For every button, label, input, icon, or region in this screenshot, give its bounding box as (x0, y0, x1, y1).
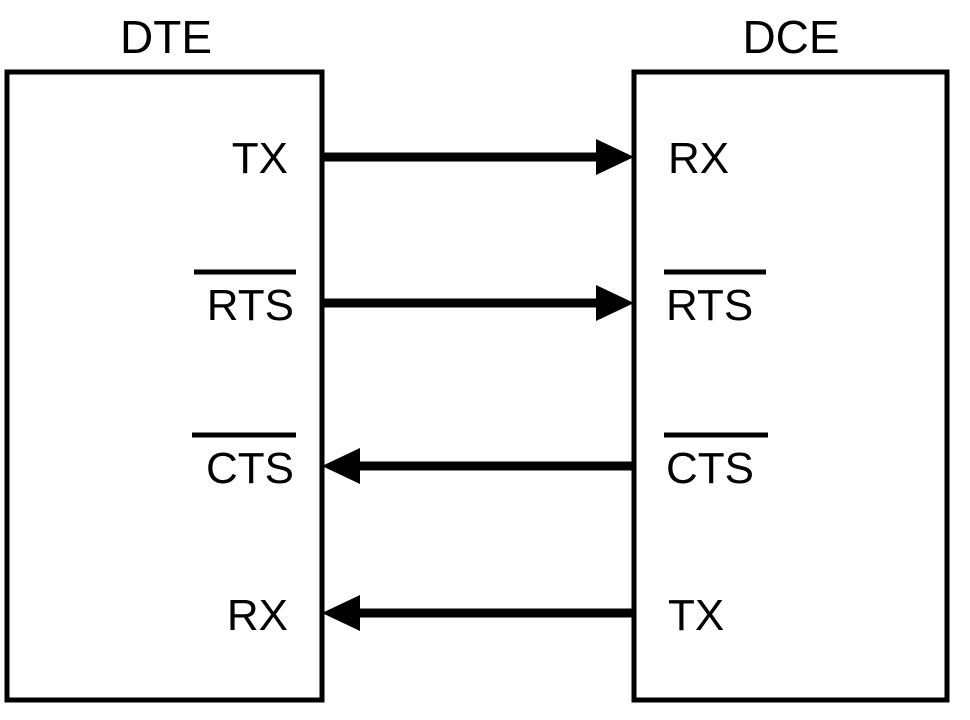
dte-title: DTE (120, 11, 212, 63)
dce-pin-label-cts: CTS (666, 444, 754, 493)
signal-row-cts-cts: CTS CTS (192, 432, 768, 493)
arrow-head-right-tx-rx (596, 139, 634, 175)
signal-row-rts-rts: RTS RTS (194, 269, 766, 330)
dte-box (4, 69, 325, 703)
dte-pin-label-tx: TX (232, 134, 288, 183)
dce-box (631, 69, 950, 703)
dce-title: DCE (742, 11, 839, 63)
arrow-head-left-cts-cts (322, 448, 360, 484)
dte-pin-label-rx: RX (227, 591, 288, 640)
dce-pin-label-rx: RX (668, 134, 729, 183)
signal-row-tx-rx: TX RX (232, 134, 729, 183)
dte-pin-label-cts: CTS (206, 444, 294, 493)
dce-pin-label-tx: TX (668, 591, 724, 640)
signal-row-rx-tx: RX TX (227, 591, 724, 640)
dte-pin-label-rts: RTS (207, 281, 294, 330)
arrow-head-right-rts-rts (596, 285, 634, 321)
dce-pin-label-rts: RTS (666, 281, 753, 330)
arrow-head-left-rx-tx (322, 595, 360, 631)
